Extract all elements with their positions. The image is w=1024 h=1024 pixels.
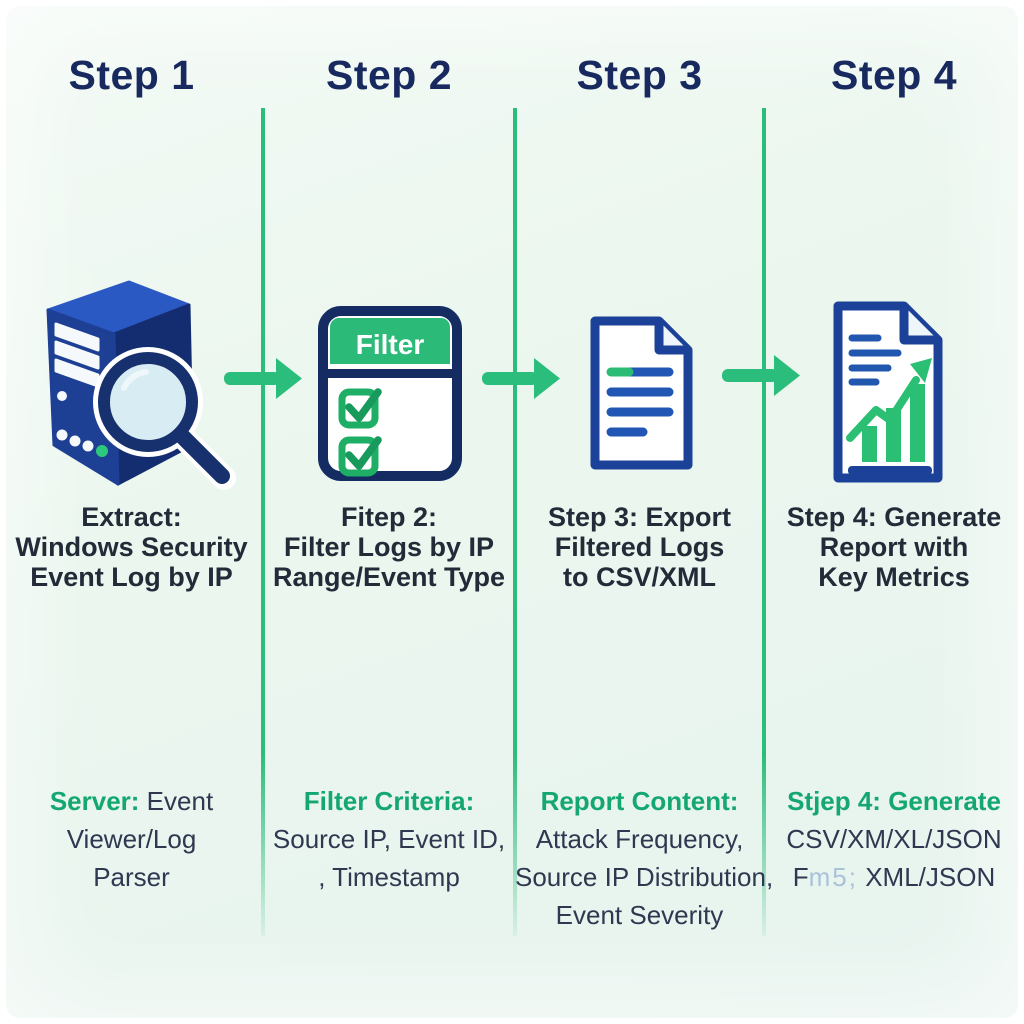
step-3-caption: Step 3: Export Filtered Logs to CSV/XML [515, 502, 764, 592]
report-chart-icon [826, 298, 952, 486]
footer-lead: Server: [49, 786, 140, 816]
footer-lead: Filter Criteria: [303, 786, 475, 816]
footer-lead: Stjep 4: Generate [787, 786, 1001, 816]
footer-line: Viewer/Log [66, 824, 197, 854]
caption-line: Filter Logs by IP [283, 532, 495, 562]
artifact-glyphs: m5; [808, 862, 858, 892]
step-column-2: Step 2 Filter Fitep 2: Filter Logs by IP… [263, 0, 515, 1024]
footer-lead-rest: Event [139, 786, 214, 816]
caption-line: Range/Event Type [272, 562, 506, 592]
step-4-caption: Step 4: Generate Report with Key Metrics [764, 502, 1024, 592]
step-2-header: Step 2 [325, 52, 453, 98]
step-column-1: Step 1 [0, 0, 263, 1024]
step-1-header: Step 1 [68, 52, 195, 98]
caption-line: Filtered Logs [554, 532, 725, 562]
flow-arrow-icon [482, 358, 560, 399]
caption-line: Step 4: Generate [786, 502, 1002, 532]
footer-lead: Report Content: [540, 786, 739, 816]
artifact-suffix: XML/JSON [857, 862, 996, 892]
footer-line: Server: Event [0, 782, 263, 820]
footer-line: Source IP Distribution, [515, 862, 774, 892]
footer-line: Report Content: [515, 782, 764, 820]
step-column-4: Step 4 Step 4: Generate Report with Key … [764, 0, 1024, 1024]
flow-arrow-icon [224, 358, 302, 399]
step-2-caption: Fitep 2: Filter Logs by IP Range/Event T… [263, 502, 515, 592]
footer-line: Stjep 4: Generate [764, 782, 1024, 820]
caption-line: Event Log by IP [30, 562, 233, 592]
footer-line: CSV/XM/XL/JSON [786, 824, 1002, 854]
caption-line: Report with [819, 532, 969, 562]
caption-line: Key Metrics [818, 562, 970, 592]
step-2-footer: Filter Criteria: Source IP, Event ID, , … [263, 782, 515, 896]
column-divider [261, 108, 265, 936]
artifact-prefix: F [792, 862, 809, 892]
footer-line: Source IP, Event ID, [272, 824, 506, 854]
document-icon [583, 314, 699, 472]
step-1-footer: Server: Event Viewer/Log Parser [0, 782, 263, 896]
filter-icon-label: Filter [356, 329, 425, 360]
column-divider [513, 108, 517, 936]
caption-line: Step 3: Export [547, 502, 732, 532]
step-4-header: Step 4 [830, 52, 958, 98]
footer-line: Filter Criteria: [263, 782, 515, 820]
step-4-footer: Stjep 4: Generate CSV/XM/XL/JSON Fm5; XM… [764, 782, 1024, 896]
step-3-header: Step 3 [576, 52, 703, 98]
caption-line: Fitep 2: [340, 502, 437, 532]
flow-arrow-icon [722, 355, 800, 396]
footer-line: Event Severity [555, 900, 724, 930]
caption-line: Extract: [81, 502, 182, 532]
step-column-3: Step 3 Step 3: Export Filtered Logs to C… [515, 0, 774, 1024]
filter-checklist-icon: Filter [318, 306, 462, 481]
caption-line: Windows Security [15, 532, 248, 562]
step-3-footer: Report Content: Attack Frequency, Source… [515, 782, 774, 934]
column-divider [762, 108, 766, 936]
caption-line: to CSV/XML [563, 562, 716, 592]
footer-line: Attack Frequency, [535, 824, 744, 854]
step-1-caption: Extract: Windows Security Event Log by I… [0, 502, 263, 592]
footer-line: Parser [93, 862, 170, 892]
server-search-icon [36, 280, 236, 493]
footer-line-artifact: Fm5; XML/JSON [764, 858, 1024, 896]
footer-line: , Timestamp [318, 862, 460, 892]
